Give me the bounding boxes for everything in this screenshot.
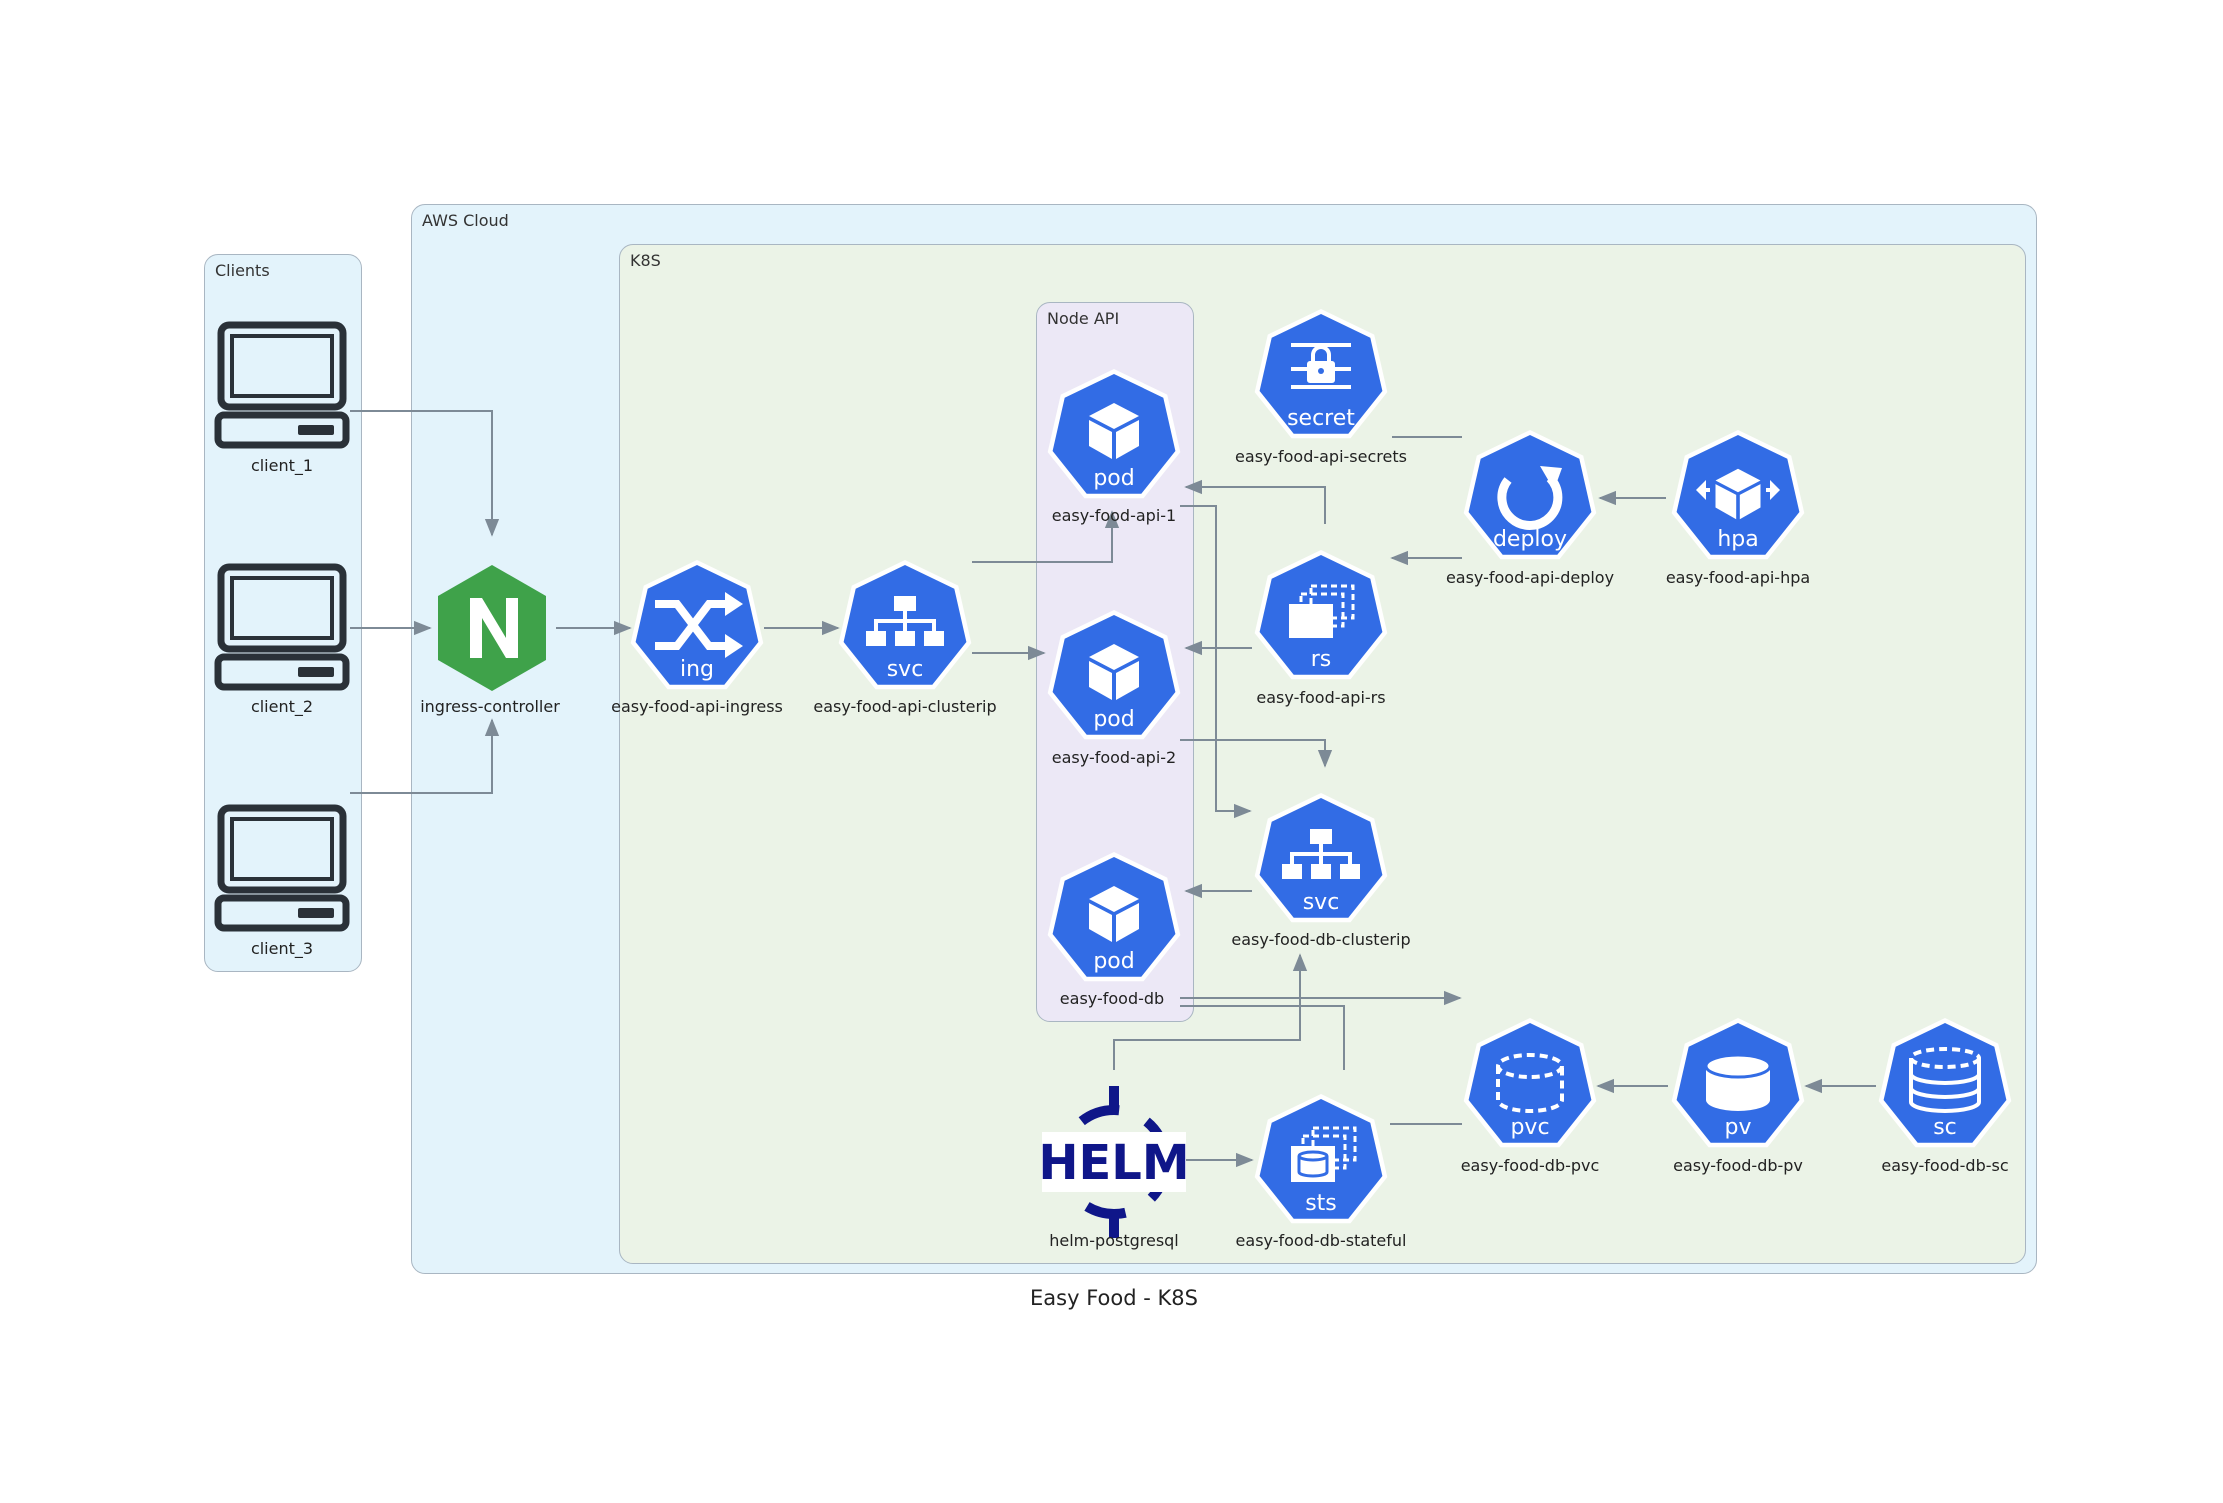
secrets-node: secret — [1254, 309, 1388, 439]
node-api-label: Node API — [1047, 309, 1120, 328]
ingress-controller-node — [438, 565, 546, 691]
hpa-label: easy-food-api-hpa — [1665, 568, 1811, 587]
deploy-tag: deploy — [1493, 527, 1567, 552]
client-2-node — [218, 567, 346, 687]
api-clusterip-node: svc — [838, 560, 972, 690]
rs-node: rs — [1254, 550, 1388, 680]
api-clusterip-tag: svc — [887, 657, 924, 682]
pod-api-2-label: easy-food-api-2 — [1051, 748, 1177, 767]
db-clusterip-label: easy-food-db-clusterip — [1231, 930, 1411, 949]
pv-node: pv — [1671, 1018, 1805, 1148]
pod-api-1-tag: pod — [1093, 466, 1134, 491]
client-1-label: client_1 — [250, 456, 314, 475]
client-2-label: client_2 — [250, 697, 314, 716]
sts-label: easy-food-db-stateful — [1235, 1231, 1407, 1250]
deploy-label: easy-food-api-deploy — [1445, 568, 1615, 587]
hpa-tag: hpa — [1717, 527, 1758, 552]
ingress-node: ing — [630, 560, 764, 690]
pod-api-2-node: pod — [1047, 610, 1181, 740]
computer-icon — [218, 325, 346, 445]
secrets-label: easy-food-api-secrets — [1235, 447, 1407, 466]
edge-clusterip-pod1 — [972, 510, 1120, 563]
pv-tag: pv — [1725, 1115, 1752, 1140]
hpa-icon — [1696, 468, 1780, 520]
deploy-icon — [1497, 466, 1563, 530]
pod-db-tag: pod — [1093, 949, 1134, 974]
edge-client3-ingress-controller — [350, 718, 500, 794]
client-1-node — [218, 325, 346, 445]
sc-label: easy-food-db-sc — [1881, 1156, 2009, 1175]
ingress-controller-label: ingress-controller — [420, 697, 560, 716]
pv-icon — [1704, 1053, 1772, 1111]
helm-icon: HELM — [1038, 1086, 1190, 1238]
ingress-label: easy-food-api-ingress — [611, 697, 783, 716]
pod-db-node: pod — [1047, 852, 1181, 982]
edge-pod2-db-clusterip — [1180, 739, 1333, 768]
k8s-label: K8S — [630, 251, 661, 270]
replicaset-icon — [1289, 584, 1355, 638]
storageclass-icon — [1909, 1047, 1981, 1113]
pv-label: easy-food-db-pv — [1673, 1156, 1803, 1175]
sc-node: sc — [1878, 1018, 2012, 1148]
sts-tag: sts — [1305, 1191, 1337, 1216]
helm-label: helm-postgresql — [1049, 1231, 1179, 1250]
edge-client1-ingress-controller — [350, 410, 500, 537]
db-clusterip-node: svc — [1254, 793, 1388, 923]
edge-rs-pod1 — [1184, 479, 1326, 524]
secret-icon — [1291, 343, 1351, 389]
pvc-icon — [1496, 1053, 1564, 1113]
pvc-tag: pvc — [1510, 1115, 1549, 1140]
hpa-node: hpa — [1671, 430, 1805, 560]
rs-label: easy-food-api-rs — [1256, 688, 1386, 707]
ingress-tag: ing — [680, 657, 714, 682]
pod-db-label: easy-food-db — [1059, 989, 1165, 1008]
rs-tag: rs — [1311, 647, 1332, 672]
deploy-node: deploy — [1463, 430, 1597, 560]
aws-cloud-label: AWS Cloud — [422, 211, 509, 230]
edge-sts-pod-db — [1180, 1005, 1345, 1070]
edge-pod1-db-clusterip — [1180, 505, 1252, 819]
helm-node: HELM — [1038, 1086, 1190, 1238]
sc-tag: sc — [1933, 1115, 1957, 1140]
computer-icon — [218, 808, 346, 928]
pvc-label: easy-food-db-pvc — [1460, 1156, 1600, 1175]
diagram-title: Easy Food - K8S — [1030, 1286, 1198, 1310]
sts-node: sts — [1254, 1094, 1388, 1224]
pod-api-1-node: pod — [1047, 369, 1181, 499]
pvc-node: pvc — [1463, 1018, 1597, 1148]
statefulset-icon — [1291, 1126, 1357, 1182]
computer-icon — [218, 567, 346, 687]
edge-helm-db-clusterip — [1113, 953, 1308, 1070]
nginx-icon — [438, 565, 546, 691]
api-clusterip-label: easy-food-api-clusterip — [813, 697, 997, 716]
client-3-node — [218, 808, 346, 928]
pod-api-2-tag: pod — [1093, 707, 1134, 732]
db-clusterip-tag: svc — [1303, 890, 1340, 915]
pod-api-1-label: easy-food-api-1 — [1051, 506, 1177, 525]
ingress-icon — [655, 592, 743, 658]
secrets-tag: secret — [1287, 406, 1355, 431]
client-3-label: client_3 — [250, 939, 314, 958]
helm-logo-text: HELM — [1038, 1135, 1189, 1191]
clients-label: Clients — [215, 261, 270, 280]
